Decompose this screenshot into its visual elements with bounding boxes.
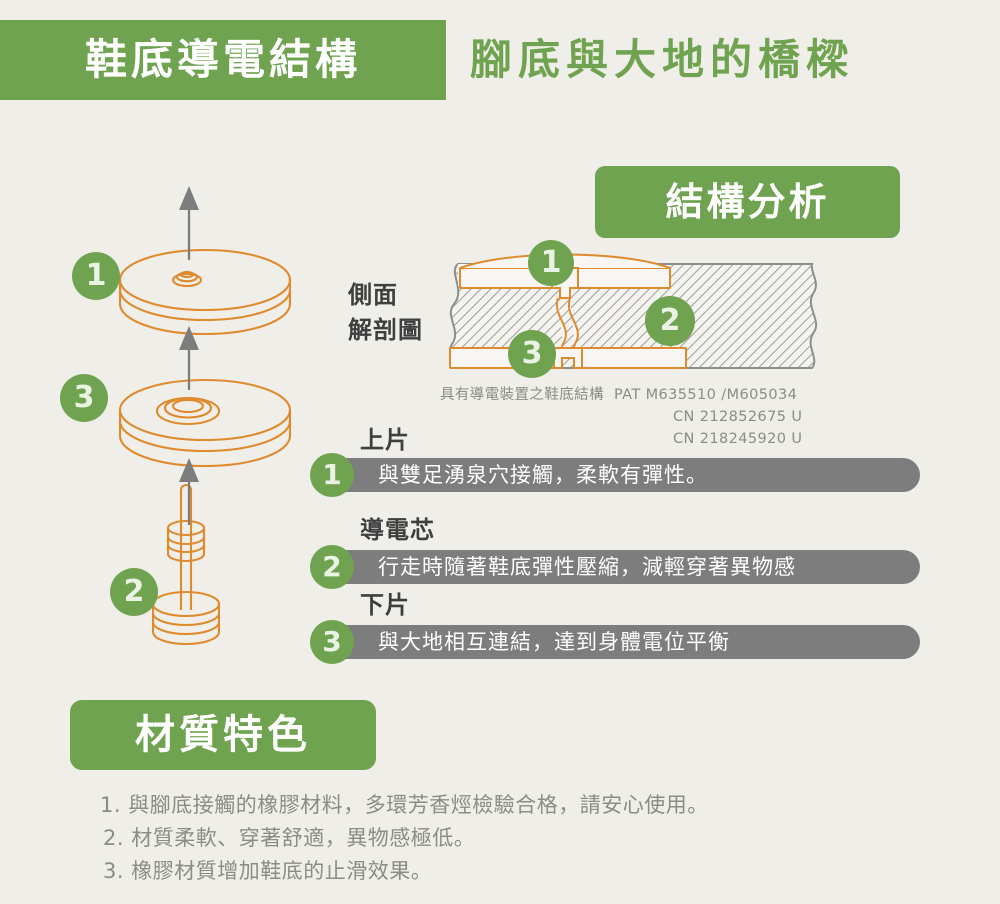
page-subtitle: 腳底與大地的橋樑 (470, 35, 855, 84)
side-view-label-line2: 解剖圖 (348, 315, 423, 344)
feature-title-2: 導電芯 (360, 516, 435, 544)
patent-line-1: 具有導電裝置之鞋底結構 PAT M635510 /M605034 (440, 384, 890, 406)
patent-info: 具有導電裝置之鞋底結構 PAT M635510 /M605034 CN 2128… (440, 384, 890, 450)
patent-title: 具有導電裝置之鞋底結構 (440, 387, 604, 403)
feature-badge-2: 2 (310, 545, 354, 589)
side-view-label: 側面 解剖圖 (348, 278, 448, 348)
list-item: 3. 橡膠材質增加鞋底的止滑效果。 (103, 859, 433, 883)
exploded-badge-2: 2 (110, 568, 158, 616)
page-subtitle-wrap: 腳底與大地的橋樑 (470, 20, 990, 100)
exploded-assembly-diagram (118, 186, 292, 646)
feature-badge-1: 1 (310, 453, 354, 497)
feature-bar-3: 與大地相互連結，達到身體電位平衡 (330, 625, 920, 659)
patent-number-cn-2: CN 218245920 U (673, 431, 803, 448)
patent-number-tw: PAT M635510 /M605034 (613, 387, 798, 403)
cross-section-badge-2: 2 (645, 296, 695, 346)
material-section-label: 材質特色 (135, 712, 311, 758)
assembly-arrow-group (179, 186, 199, 525)
sole-cross-section-diagram (449, 253, 817, 369)
page-title-chip: 鞋底導電結構 (0, 20, 446, 100)
cross-section-badge-1: 1 (528, 240, 574, 286)
material-section-chip: 材質特色 (70, 700, 376, 770)
material-feature-list: 1. 與腳底接觸的橡膠材料，多環芳香烴檢驗合格，請安心使用。 2. 材質柔軟、穿… (100, 789, 960, 888)
cross-section-badge-3: 3 (508, 330, 556, 378)
analysis-section-chip: 結構分析 (595, 166, 900, 238)
patent-number-cn-1: CN 212852675 U (673, 409, 803, 426)
feature-title-3: 下片 (360, 591, 410, 619)
list-item: 2. 材質柔軟、穿著舒適，異物感極低。 (103, 826, 476, 850)
exploded-badge-3: 3 (60, 374, 108, 422)
feature-title-1: 上片 (360, 426, 410, 454)
feature-text-3: 與大地相互連結，達到身體電位平衡 (378, 629, 730, 654)
page-title: 鞋底導電結構 (84, 35, 361, 84)
feature-text-2: 行走時隨著鞋底彈性壓縮，減輕穿著異物感 (378, 554, 796, 579)
side-view-label-line1: 側面 (348, 281, 398, 309)
feature-text-1: 與雙足湧泉穴接觸，柔軟有彈性。 (378, 462, 708, 487)
exploded-badge-1: 1 (72, 252, 120, 300)
feature-badge-3: 3 (310, 620, 354, 664)
header-band: 鞋底導電結構 腳底與大地的橋樑 (0, 0, 1000, 112)
analysis-section-label: 結構分析 (665, 180, 830, 224)
list-item: 1. 與腳底接觸的橡膠材料，多環芳香烴檢驗合格，請安心使用。 (100, 793, 709, 817)
feature-bar-1: 與雙足湧泉穴接觸，柔軟有彈性。 (330, 458, 920, 492)
feature-bar-2: 行走時隨著鞋底彈性壓縮，減輕穿著異物感 (330, 550, 920, 584)
